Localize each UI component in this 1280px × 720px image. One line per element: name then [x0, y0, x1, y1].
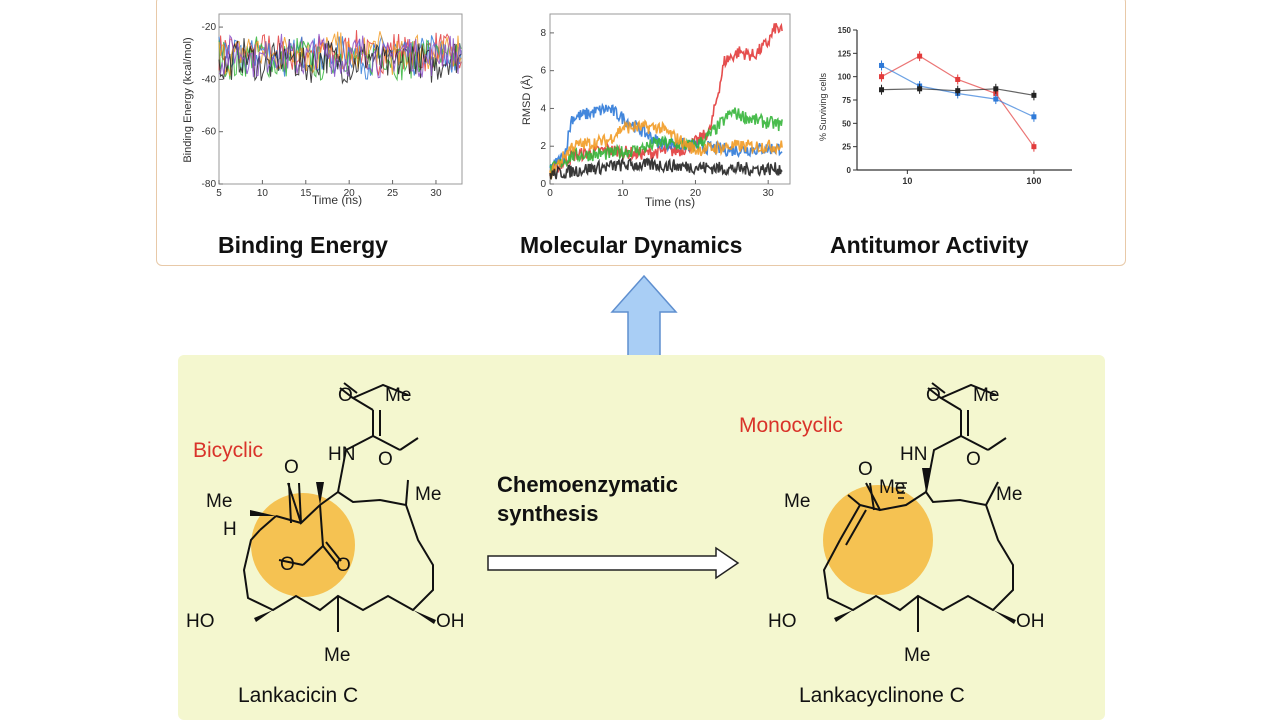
data-point [1031, 144, 1037, 150]
molecular-dynamics-chart: 0 10 20 30 0 2 4 6 8 Time (ns) RMSD (Å) [520, 13, 791, 209]
x-tick-label: 25 [387, 188, 399, 199]
lankacicin-c-structure: O Me H O O HN O O Me Me HO OH Me [186, 382, 465, 666]
atom-Me: Me [879, 477, 905, 498]
x-tick-label: 100 [1026, 176, 1041, 186]
y-tick-label: 75 [842, 96, 851, 105]
atom-H: H [223, 519, 237, 540]
atom-OH: OH [1016, 611, 1045, 632]
reaction-arrow-icon [487, 546, 740, 580]
atom-O: O [858, 459, 873, 480]
atom-HN: HN [328, 444, 355, 465]
series-line [549, 102, 783, 172]
x-axis-label: Time (ns) [312, 193, 362, 207]
panel-title-molecular-dynamics: Molecular Dynamics [520, 232, 743, 258]
binding-energy-chart: 5 10 15 20 25 30 -20 -40 -60 -80 Time (ns) Bindin… [182, 13, 463, 207]
plot-frame [549, 13, 791, 185]
series-line [218, 33, 462, 79]
x-tick-label: 30 [430, 188, 442, 199]
panel-title-antitumor-activity: Antitumor Activity [830, 232, 1029, 258]
y-tick-label: 2 [540, 141, 546, 152]
x-tick-label: 10 [902, 176, 912, 186]
atom-O: O [280, 554, 295, 575]
atom-O: O [926, 385, 941, 406]
y-tick-label: 0 [540, 179, 546, 190]
y-tick-label: 4 [540, 103, 546, 114]
y-tick-label: -20 [202, 22, 217, 33]
compound-name-lankacyclinone-c: Lankacyclinone C [799, 684, 965, 707]
y-axis-label: % Surviving cells [818, 72, 828, 141]
x-tick-label: 15 [300, 188, 312, 199]
x-tick-label: 20 [690, 188, 702, 199]
series-line [549, 119, 783, 180]
atom-HO: HO [186, 611, 215, 632]
atom-Me: Me [415, 484, 441, 505]
reaction-label: Chemoenzymatic synthesis [497, 470, 678, 528]
atom-O: O [338, 385, 353, 406]
y-tick-label: 100 [838, 73, 852, 82]
plot-frame [218, 13, 463, 185]
atom-OH: OH [436, 611, 465, 632]
data-point [1031, 92, 1037, 98]
bicyclic-highlight [251, 493, 355, 597]
reaction-label-line2: synthesis [497, 501, 599, 526]
y-tick-label: 6 [540, 66, 546, 77]
x-tick-label: 0 [547, 188, 553, 199]
data-point [917, 86, 923, 92]
y-tick-label: -40 [202, 74, 217, 85]
compound-name-lankacicin-c: Lankacicin C [238, 684, 359, 707]
y-tick-label: -60 [202, 127, 217, 138]
atom-Me: Me [973, 385, 999, 406]
atom-O: O [284, 457, 299, 478]
y-tick-label: 8 [540, 28, 546, 39]
fit-line [881, 55, 1035, 148]
reaction-label-line1: Chemoenzymatic [497, 472, 678, 497]
y-tick-label: 0 [847, 166, 852, 175]
data-point [993, 96, 999, 102]
x-tick-label: 10 [257, 188, 269, 199]
atom-Me: Me [784, 491, 810, 512]
atom-O: O [966, 449, 981, 470]
series-line [549, 107, 783, 175]
lankacyclinone-c-structure: O Me Me HN O O Me Me HO OH Me [768, 382, 1045, 666]
y-tick-label: 25 [842, 143, 851, 152]
data-point [879, 74, 885, 80]
panel-title-binding-energy: Binding Energy [218, 232, 388, 258]
data-point [879, 62, 885, 68]
data-point [993, 86, 999, 92]
atom-O: O [336, 555, 351, 576]
atom-Me: Me [996, 484, 1022, 505]
atom-O: O [378, 449, 393, 470]
atom-Me: Me [324, 645, 350, 666]
y-axis-label: Binding Energy (kcal/mol) [182, 37, 194, 162]
data-point [917, 53, 923, 59]
x-tick-label: 20 [344, 188, 356, 199]
y-tick-label: 125 [838, 49, 852, 58]
atom-Me: Me [206, 491, 232, 512]
series-line [549, 156, 783, 180]
y-tick-label: 50 [842, 119, 851, 128]
monocyclic-label: Monocyclic [739, 414, 843, 437]
data-point [955, 88, 961, 94]
x-tick-label: 10 [617, 188, 629, 199]
y-axis-label: RMSD (Å) [520, 75, 533, 125]
atom-HN: HN [900, 444, 927, 465]
data-point [1031, 114, 1037, 120]
data-point [955, 76, 961, 82]
monocyclic-highlight [823, 485, 933, 595]
atom-Me: Me [904, 645, 930, 666]
x-tick-label: 5 [216, 188, 222, 199]
y-tick-label: -80 [202, 179, 217, 190]
data-point [879, 87, 885, 93]
y-tick-label: 150 [838, 26, 852, 35]
atom-HO: HO [768, 611, 797, 632]
x-axis-label: Time (ns) [645, 195, 695, 209]
x-tick-label: 30 [763, 188, 775, 199]
antitumor-activity-chart: 10 100 150 125 100 75 50 25 0 % Surviving cells [818, 26, 1072, 186]
bicyclic-label: Bicyclic [193, 439, 264, 462]
up-arrow-icon [610, 274, 678, 357]
atom-Me: Me [385, 385, 411, 406]
